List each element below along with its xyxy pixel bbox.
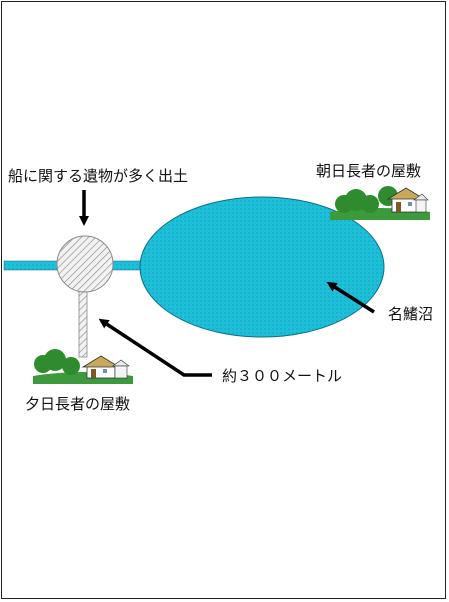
artifacts-label: 船に関する遺物が多く出土: [8, 167, 188, 185]
marsh-arrow: [326, 281, 375, 314]
artifact-site-circle: [56, 235, 114, 293]
distance-arrow: [98, 318, 212, 377]
west-mansion-label: 夕日長者の屋敷: [25, 395, 130, 413]
east-mansion-label: 朝日長者の屋敷: [316, 162, 421, 180]
marsh-ellipse: [139, 196, 385, 338]
marsh-label: 名鰭沼: [388, 305, 433, 323]
distance-label: 約３００メートル: [222, 367, 342, 385]
west-mansion-icon: [33, 349, 133, 384]
east-mansion-icon: [330, 186, 430, 220]
